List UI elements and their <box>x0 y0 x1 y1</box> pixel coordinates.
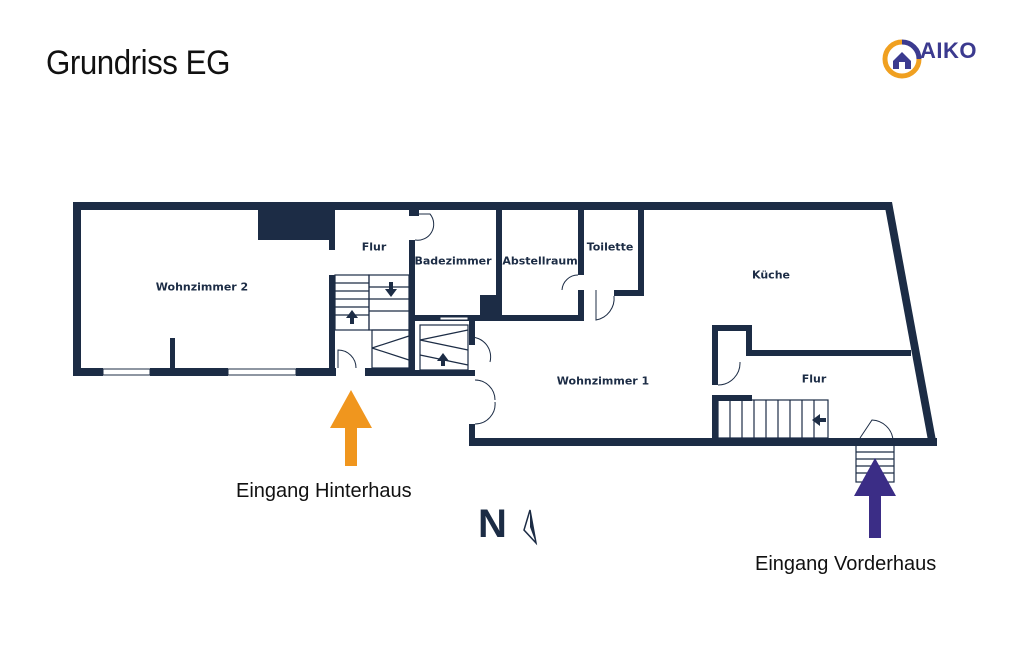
room-label-wohnzimmer-1: Wohnzimmer 1 <box>556 374 650 388</box>
room-label-badezimmer: Badezimmer <box>414 254 492 268</box>
door-swing <box>859 419 894 441</box>
wall-closet-left <box>712 325 718 385</box>
outer-wall-top <box>73 202 891 210</box>
page-title: Grundriss EG <box>46 44 230 82</box>
entrance-label-vorderhaus: Eingang Vorderhaus <box>755 553 937 575</box>
room-label-flur-vorderhaus: Flur <box>801 372 827 386</box>
window <box>227 368 297 376</box>
wall-bad-abst <box>496 210 502 318</box>
door-swing <box>717 361 741 386</box>
wall-stair3-left <box>712 395 718 440</box>
north-arrow-icon <box>523 509 538 546</box>
stair-flur <box>717 399 829 439</box>
wall-wz2-flur <box>329 210 335 250</box>
door-swing <box>474 379 496 425</box>
wall-closet-right <box>746 325 752 355</box>
door-swing <box>561 274 579 291</box>
wall-kueche-flur <box>746 350 911 356</box>
stair-middle <box>419 324 469 371</box>
room-label-flur: Flur <box>361 240 387 254</box>
wall-abst-toil <box>578 210 584 275</box>
outer-wall-left-lower <box>469 424 475 444</box>
entrance-arrow-vorderhaus-icon <box>854 458 896 538</box>
room-label-kueche: Küche <box>752 268 790 282</box>
outer-wall-bottom-stair <box>365 368 415 376</box>
wall-stair2-right <box>469 320 475 345</box>
stair-arrow-up-icon <box>437 353 449 366</box>
logo-text: AIKO <box>920 38 977 63</box>
wall-abst-toil-low <box>578 290 584 321</box>
wall-flur-bad <box>409 240 415 375</box>
wall-bad-diag <box>480 295 498 319</box>
door-swing <box>469 336 492 363</box>
wall-wz2-stair <box>329 275 335 370</box>
outer-wall-left <box>73 202 81 376</box>
outer-wall-bottom-main <box>469 438 937 446</box>
wall-bad-top <box>409 210 419 216</box>
window <box>439 316 469 321</box>
compass-letter: N <box>478 502 507 546</box>
stair-arrow-left-icon <box>812 414 826 426</box>
wall-stair3-top <box>712 395 752 401</box>
outer-wall-bottom-right <box>296 368 336 376</box>
door-swing <box>337 349 357 369</box>
wall-toil-kueche <box>638 210 644 295</box>
window <box>102 368 151 376</box>
door-swing <box>414 213 435 241</box>
outer-wall-bottom-left <box>73 368 103 376</box>
outer-wall-right <box>884 202 937 446</box>
entrance-arrow-hinterhaus-icon <box>330 390 372 466</box>
room-label-abstellraum: Abstellraum <box>502 254 578 268</box>
wall-toil-bottom <box>614 290 644 296</box>
room-label-toilette: Toilette <box>586 240 634 254</box>
wall-closet-top <box>712 325 752 331</box>
stair-arrow-down-icon <box>385 282 397 297</box>
wall-stair2-bottom <box>415 370 475 376</box>
wall-wz2-stub <box>170 338 175 370</box>
entrance-label-hinterhaus: Eingang Hinterhaus <box>236 480 412 502</box>
house-logo-icon <box>882 39 922 79</box>
aiko-logo: AIKO <box>880 36 990 82</box>
door-swing <box>595 290 615 321</box>
stair-winder <box>371 329 410 369</box>
outer-wall-bottom-mid <box>150 368 228 376</box>
stair-arrow-up-icon <box>346 310 358 324</box>
chimney-block <box>258 210 334 240</box>
wall-abst-bottom <box>496 315 584 321</box>
room-label-wohnzimmer-2: Wohnzimmer 2 <box>155 280 249 294</box>
